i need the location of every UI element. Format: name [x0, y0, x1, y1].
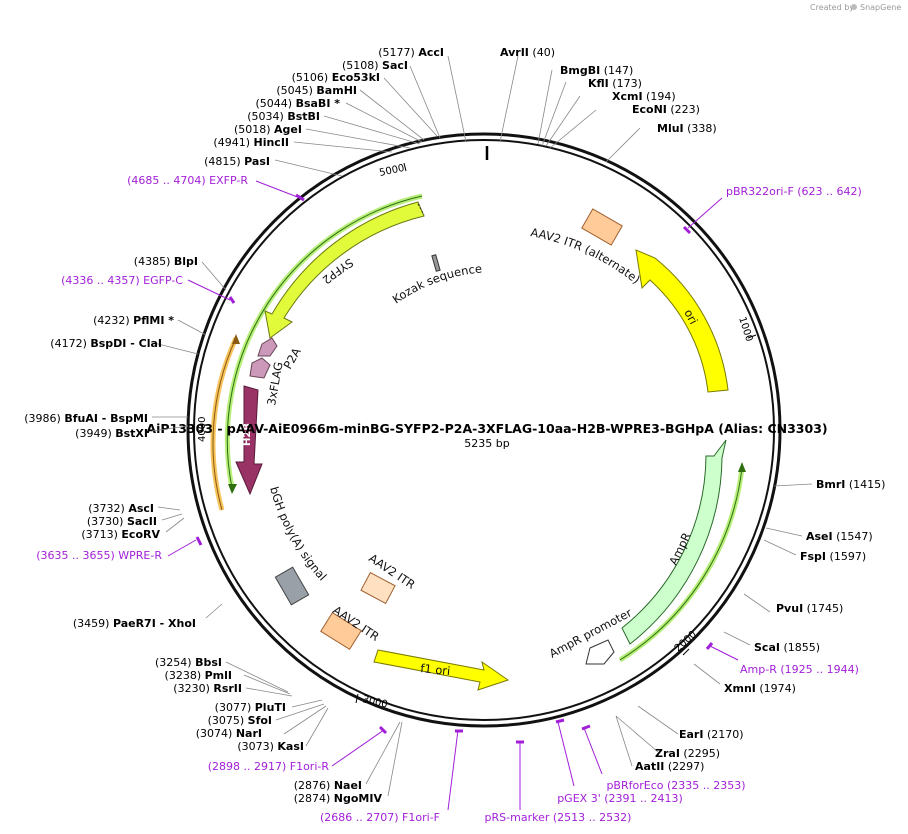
- enzyme-site-label: FspI (1597): [800, 550, 866, 563]
- primer-label: (2898 .. 2917) F1ori-R: [208, 760, 330, 773]
- enzyme-site-label: EarI (2170): [679, 728, 744, 741]
- aav2-itr-1-feature: [360, 571, 396, 605]
- enzyme-site-label: (2876) NaeI: [294, 779, 362, 792]
- kozak-marker: [431, 254, 441, 272]
- scale-ticks: [200, 162, 757, 704]
- tick-4000: 4000: [197, 417, 208, 442]
- primer-label: pBR322ori-F (623 .. 642): [726, 185, 862, 198]
- primer-label: (3635 .. 3655) WPRE-R: [36, 549, 162, 562]
- enzyme-site-label: (3074) NarI: [196, 727, 262, 740]
- enzyme-site-label: (2874) NgoMIV: [294, 792, 383, 805]
- enzyme-site-label: PvuI (1745): [776, 602, 843, 615]
- primer-label: pRS-marker (2513 .. 2532): [485, 811, 632, 824]
- aav2-itr-2-feature: [320, 611, 362, 651]
- primer-labels: (4685 .. 4704) EXFP-R (4336 .. 4357) EGFP…: [36, 174, 862, 824]
- tick-3000: 3000: [361, 694, 388, 710]
- enzyme-site-label: (3713) EcoRV: [81, 528, 160, 541]
- enzyme-site-label: (4232) PflMI *: [93, 314, 174, 327]
- enzyme-site-label: BmgBI (147): [560, 64, 633, 77]
- enzyme-site-label: XmnI (1974): [724, 682, 796, 695]
- map-size: 5235 bp: [464, 437, 509, 450]
- enzyme-site-label: BmrI (1415): [816, 478, 885, 491]
- ori-label: ori: [681, 307, 700, 327]
- enzyme-site-label: ZraI (2295): [655, 747, 720, 760]
- ori-feature: [635, 249, 729, 393]
- enzyme-site-label: (5177) AccI: [378, 46, 444, 59]
- enzyme-site-label: (5018) AgeI: [234, 123, 302, 136]
- enzyme-site-label: AatII (2297): [635, 760, 704, 773]
- ampr-feature: [621, 439, 727, 645]
- ampr-promoter-feature: [585, 639, 615, 665]
- f1-ori-label: f1 ori: [420, 661, 451, 678]
- map-title: AiP13303 - pAAV-AiE0966m-minBG-SYFP2-P2A…: [146, 421, 827, 436]
- flag-feature: [249, 357, 271, 379]
- syfp2-feature: [264, 201, 425, 339]
- backbone: [186, 132, 782, 728]
- primer-label: pGEX 3' (2391 .. 2413): [557, 792, 683, 805]
- tick-2000: 2000: [673, 629, 699, 654]
- enzyme-labels: (5177) AccI(5108) SacI(5106) Eco53kI(504…: [24, 46, 885, 805]
- enzyme-site-label: (3732) AscI: [88, 502, 154, 515]
- primer-label: pBRforEco (2335 .. 2353): [606, 779, 745, 792]
- enzyme-site-label: (5034) BstBI: [247, 110, 320, 123]
- tick-5000: 5000: [378, 163, 405, 179]
- primer-label: (4685 .. 4704) EXFP-R: [127, 174, 248, 187]
- enzyme-site-label: (3077) PluTI: [215, 701, 286, 714]
- enzyme-site-label: KflI (173): [588, 77, 642, 90]
- enzyme-site-label: MluI (338): [657, 122, 717, 135]
- aav2-itr-alternate-label: AAV2 ITR (alternate): [529, 225, 642, 286]
- h2b-label: H2B: [242, 423, 253, 446]
- primer-label: Amp-R (1925 .. 1944): [740, 663, 859, 676]
- primer-leader-lines: [167, 180, 739, 811]
- bgh-polya-feature: [274, 566, 310, 606]
- enzyme-site-label: EcoNI (223): [632, 103, 700, 116]
- enzyme-site-label: AvrII (40): [500, 46, 555, 59]
- enzyme-site-label: (3254) BbsI: [155, 656, 222, 669]
- aav2-itr-alternate-feature: [581, 208, 623, 246]
- enzyme-site-label: (4385) BlpI: [134, 255, 198, 268]
- enzyme-site-label: (5106) Eco53kI: [292, 71, 380, 84]
- enzyme-site-label: (3986) BfuAI - BspMI: [24, 412, 148, 425]
- enzyme-site-label: (3949) BstXI: [75, 427, 148, 440]
- primer-label: (2686 .. 2707) F1ori-F: [320, 811, 440, 824]
- enzyme-site-label: ScaI (1855): [754, 641, 820, 654]
- enzyme-site-label: (4815) PasI: [204, 155, 270, 168]
- enzyme-site-label: (3238) PmlI: [165, 669, 232, 682]
- snapgene-credit: Created by SnapGene: [810, 3, 901, 12]
- leader-lines: [151, 55, 813, 797]
- p2a-feature: [257, 337, 278, 357]
- enzyme-site-label: (5044) BsaBI *: [256, 97, 341, 110]
- bgh-polya-label: bGH poly(A) signal: [267, 485, 329, 583]
- enzyme-site-label: (4172) BspDI - ClaI: [50, 337, 162, 350]
- enzyme-site-label: XcmI (194): [612, 90, 676, 103]
- enzyme-site-label: (5045) BamHI: [276, 84, 357, 97]
- svg-text:SnapGene: SnapGene: [860, 3, 901, 12]
- enzyme-site-label: (3073) KasI: [237, 740, 304, 753]
- f1-ori-feature: [373, 649, 510, 691]
- enzyme-site-label: (3230) RsrII: [173, 682, 242, 695]
- enzyme-site-label: (3075) SfoI: [208, 714, 272, 727]
- enzyme-site-label: (3730) SacII: [87, 515, 157, 528]
- enzyme-site-label: (3459) PaeR7I - XhoI: [73, 617, 196, 630]
- enzyme-site-label: AseI (1547): [806, 530, 873, 543]
- svg-text:Created by: Created by: [810, 3, 854, 12]
- h2b-feature: [235, 385, 263, 496]
- primer-label: (4336 .. 4357) EGFP-C: [61, 274, 183, 287]
- enzyme-site-label: (4941) HincII: [213, 136, 289, 149]
- enzyme-site-label: (5108) SacI: [342, 59, 408, 72]
